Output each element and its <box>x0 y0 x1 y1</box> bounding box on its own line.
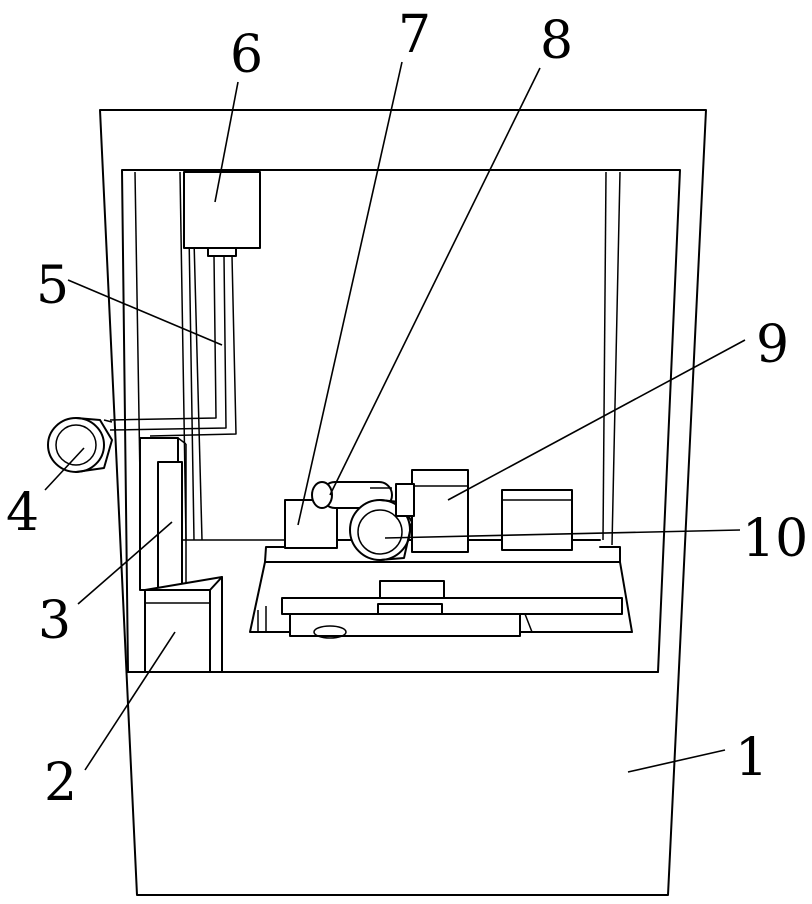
label-3: 3 <box>38 591 71 651</box>
label-1: 1 <box>735 728 768 788</box>
label-8: 8 <box>540 11 573 71</box>
label-4: 4 <box>6 483 39 543</box>
vertical-pipe <box>110 256 236 436</box>
label-10: 10 <box>742 509 808 569</box>
side-fan <box>48 418 112 472</box>
top-motor-housing <box>184 172 260 256</box>
tank-base <box>145 577 222 672</box>
workbench <box>250 547 632 638</box>
label-2: 2 <box>44 753 77 813</box>
right-block <box>502 490 572 550</box>
tank-pipe <box>140 438 186 590</box>
label-7: 7 <box>398 5 431 65</box>
label-9: 9 <box>756 315 789 375</box>
label-6: 6 <box>230 25 263 85</box>
label-5: 5 <box>36 256 69 316</box>
